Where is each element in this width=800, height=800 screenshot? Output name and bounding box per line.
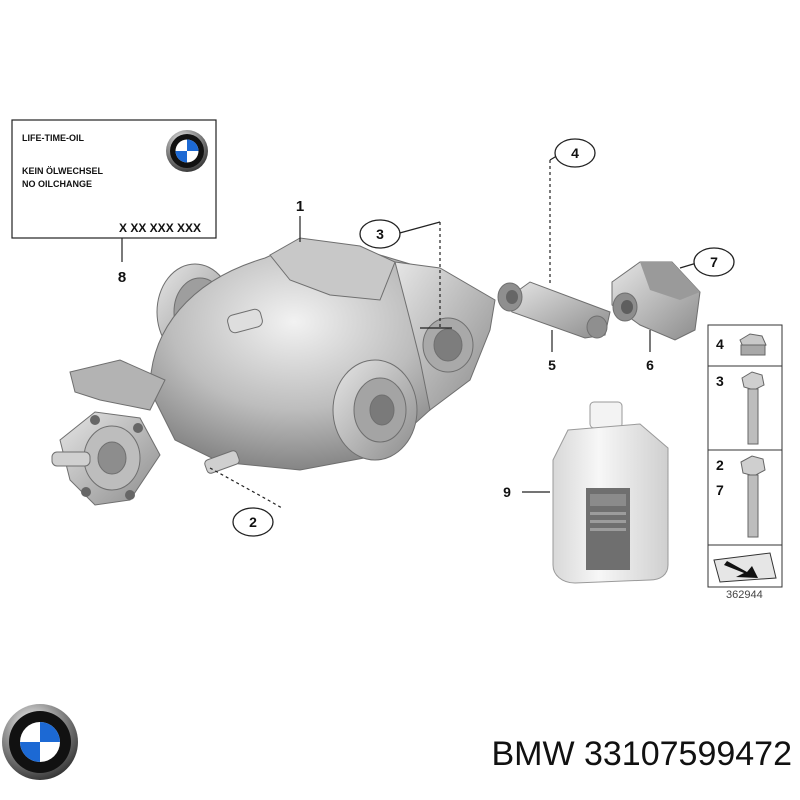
label-part-code: X XX XXX XXX xyxy=(119,221,201,235)
leader-line-2 xyxy=(209,467,283,509)
svg-text:4: 4 xyxy=(571,145,579,161)
label-line-kein-oelwechsel: KEIN ÖLWECHSEL xyxy=(22,166,104,176)
bmw-logo-small-icon xyxy=(166,130,208,172)
svg-text:8: 8 xyxy=(118,269,126,286)
side-panel-label-7: 7 xyxy=(716,482,724,498)
oil-bottle-part-9 xyxy=(552,401,669,584)
svg-text:3: 3 xyxy=(376,226,384,242)
svg-text:2: 2 xyxy=(249,514,257,530)
rear-differential-housing xyxy=(51,237,496,506)
svg-text:7: 7 xyxy=(710,254,718,270)
fastener-side-panel: 4 3 2 7 362944 xyxy=(707,324,783,601)
svg-text:9: 9 xyxy=(503,484,511,500)
side-panel-frame xyxy=(707,324,783,588)
label-line-no-oilchange: NO OILCHANGE xyxy=(22,179,92,189)
callout-2: 2 xyxy=(232,507,274,537)
callout-4: 4 xyxy=(554,138,596,168)
callout-3: 3 xyxy=(359,219,401,249)
hex-nut-icon xyxy=(739,333,767,356)
callout-9: 9 xyxy=(503,484,511,500)
callout-5: 5 xyxy=(548,357,556,373)
callout-6: 6 xyxy=(646,357,654,373)
footer-part-number: 33107599472 xyxy=(583,735,792,773)
bmw-logo-icon xyxy=(2,704,78,780)
side-panel-label-3: 3 xyxy=(716,373,724,389)
mount-bracket-part-5 xyxy=(497,281,611,339)
side-panel-label-4: 4 xyxy=(716,336,724,352)
rubber-mount-part-6 xyxy=(611,261,701,341)
callout-8: 8 xyxy=(118,269,126,286)
diagram-id: 362944 xyxy=(726,589,763,601)
side-panel-label-2: 2 xyxy=(716,457,724,473)
leader-line-3-top xyxy=(395,221,441,235)
svg-text:5: 5 xyxy=(548,357,556,373)
callout-7: 7 xyxy=(693,247,735,277)
flange-bolt-long-icon xyxy=(740,455,766,538)
callout-1: 1 xyxy=(296,198,304,215)
arrow-symbol-icon xyxy=(713,552,777,583)
flange-bolt-short-icon xyxy=(741,371,765,445)
label-line-life-time-oil: LIFE-TIME-OIL xyxy=(22,133,84,143)
footer-part-title: BMW 33107599472 xyxy=(400,735,792,774)
svg-text:6: 6 xyxy=(646,357,654,373)
oil-label-sticker: LIFE-TIME-OIL KEIN ÖLWECHSEL NO OILCHANG… xyxy=(11,119,217,239)
footer-brand: BMW xyxy=(491,735,575,773)
svg-text:1: 1 xyxy=(296,198,304,215)
